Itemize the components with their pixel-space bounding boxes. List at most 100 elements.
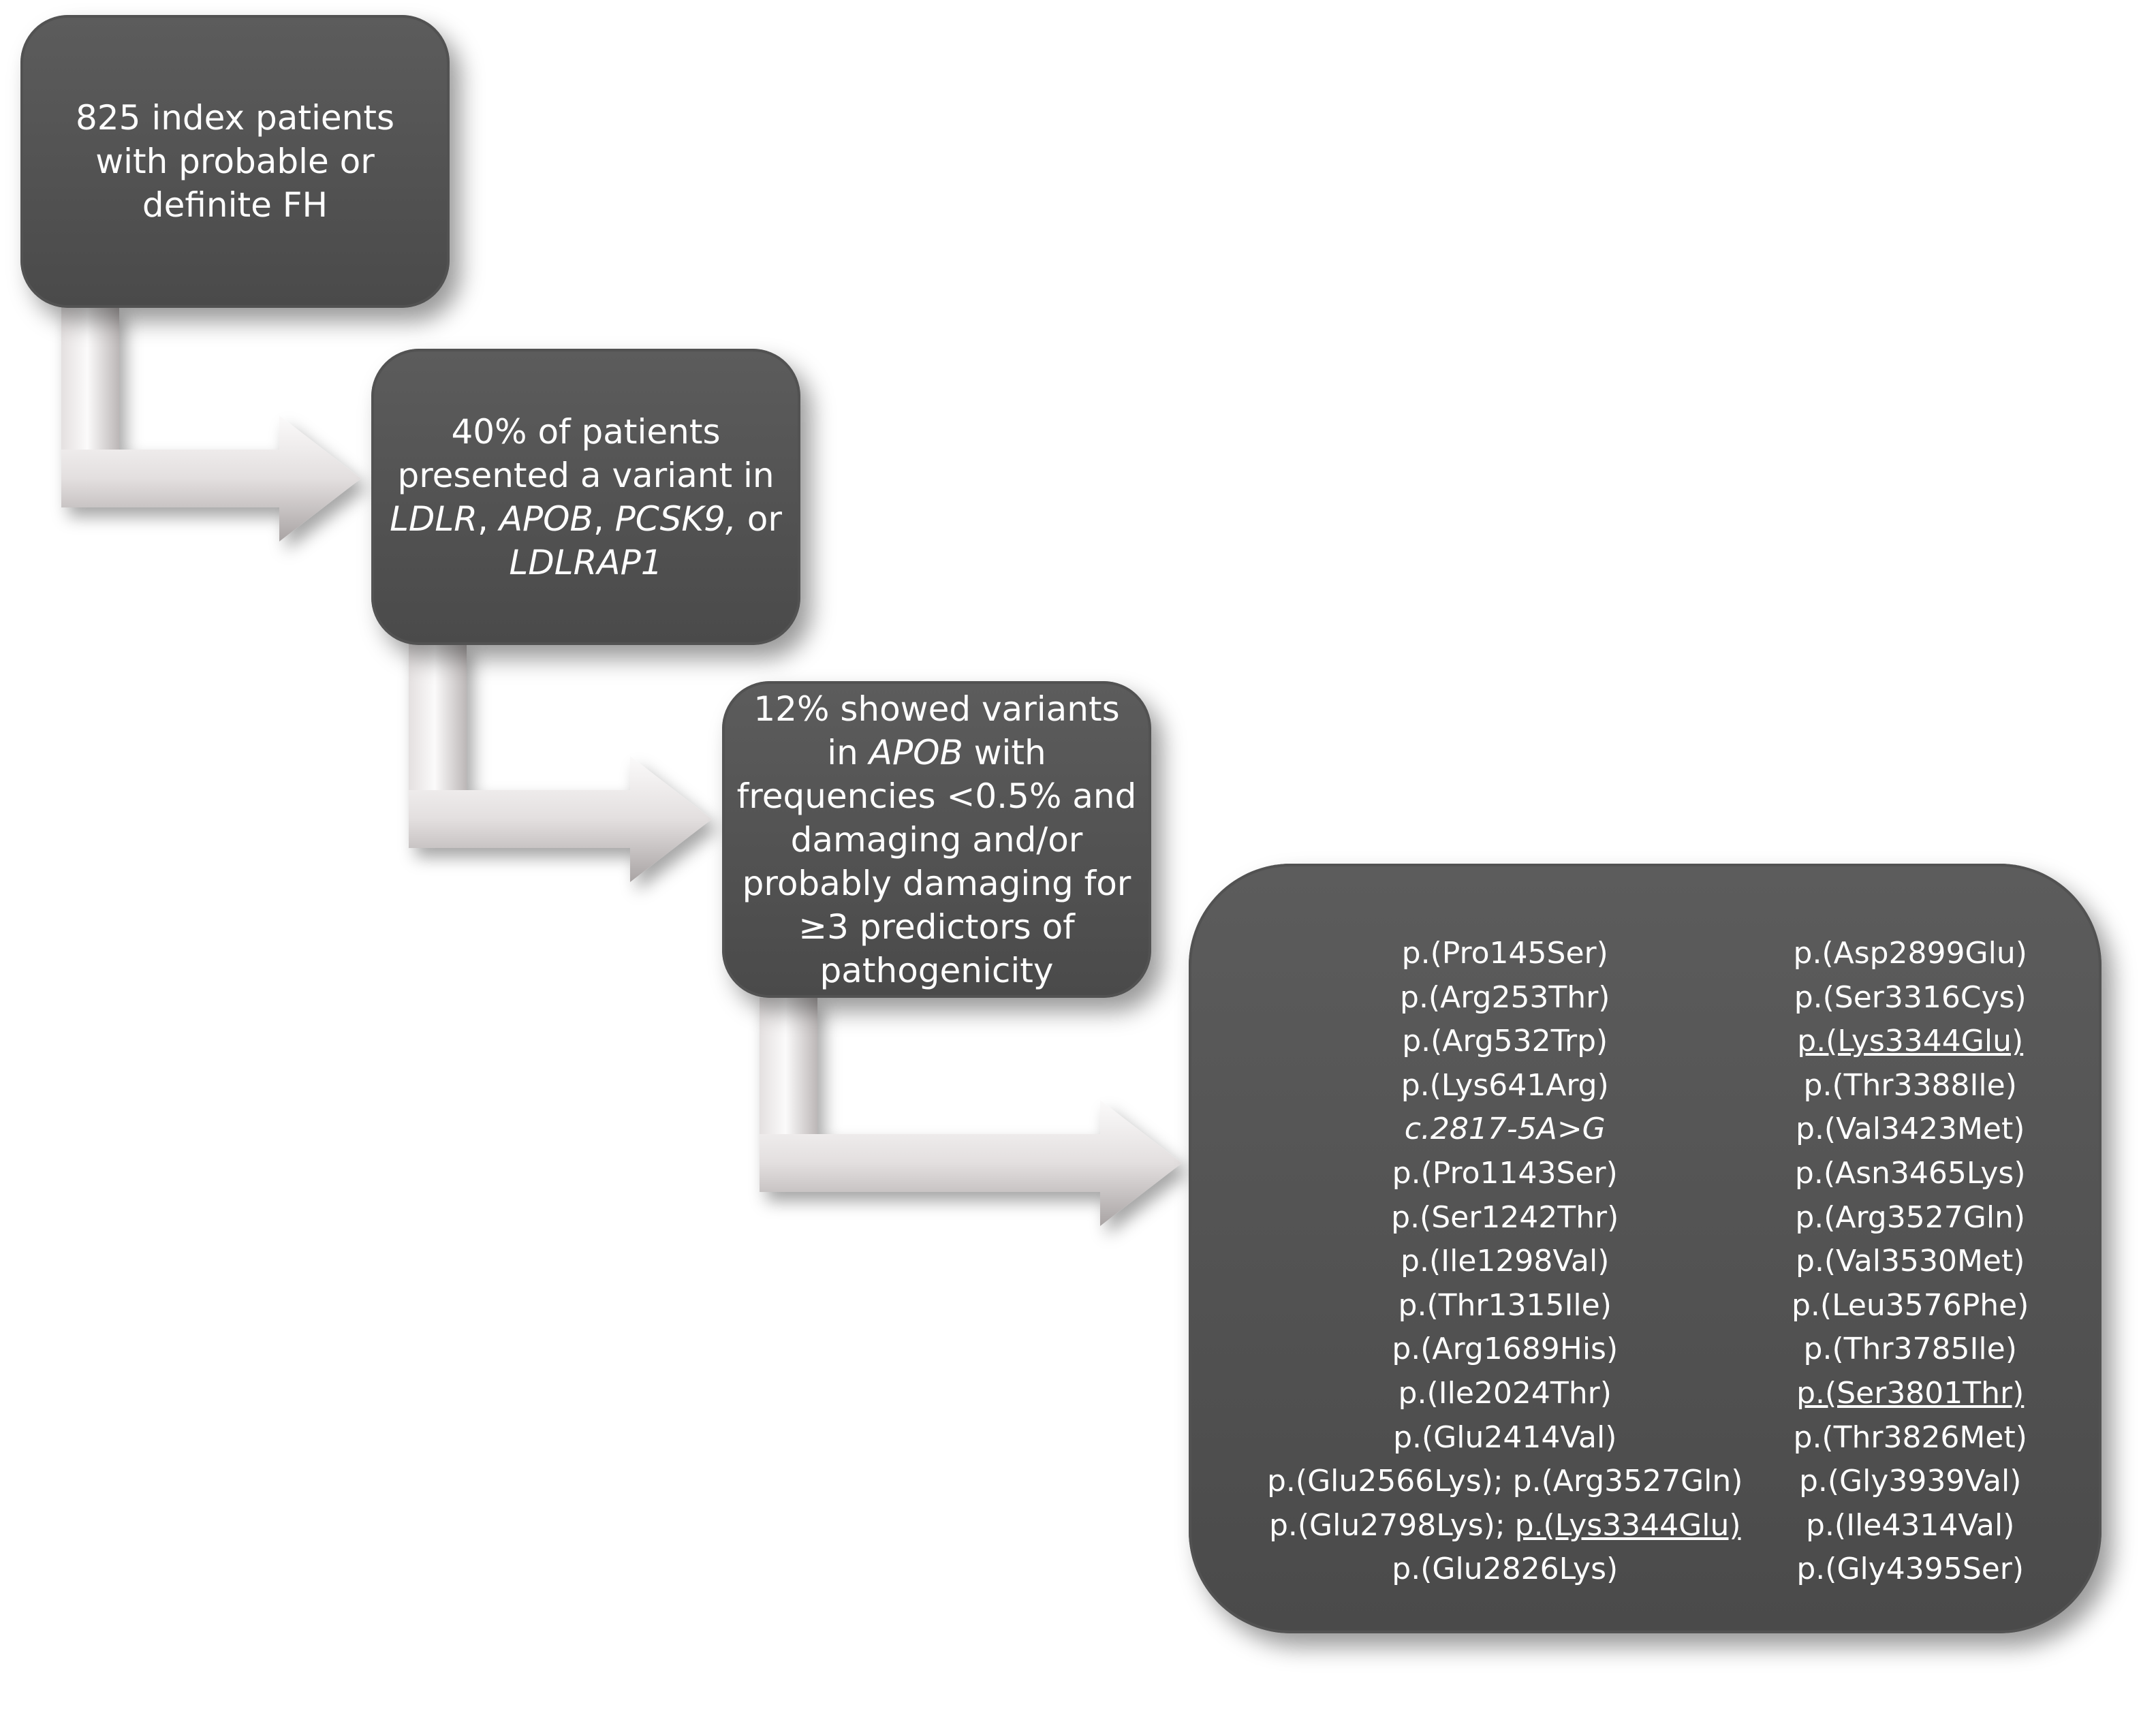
variant-text: p.(Gly4395Ser) — [1796, 1552, 2025, 1587]
variant-text: p.(Lys641Arg) — [1401, 1067, 1609, 1103]
variant-text: p.(Glu2566Lys); p.(Arg3527Gln) — [1267, 1464, 1743, 1499]
variant-text: p.(Thr3785Ile) — [1803, 1332, 2017, 1367]
variant-item: p.(Arg3527Gln) — [1792, 1196, 2029, 1240]
step-1-line2: with probable or — [95, 142, 375, 181]
arrow-step2-to-step3 — [409, 644, 712, 882]
variant-item: p.(Lys3344Glu) — [1792, 1020, 2029, 1064]
step-3-text: 12% showed variants in APOB with frequen… — [737, 687, 1137, 992]
variant-item: p.(Ile4314Val) — [1792, 1504, 2029, 1548]
variant-item: p.(Gly4395Ser) — [1792, 1548, 2029, 1592]
arrow-head — [760, 1100, 1182, 1226]
step-2-line1: 40% of patients — [451, 411, 721, 452]
variant-text: p.(Arg1689His) — [1392, 1332, 1619, 1367]
variant-text: p.(Ile4314Val) — [1806, 1507, 2015, 1543]
gene-ldlrap1: LDLRAP1 — [509, 542, 663, 582]
step-3-line4: damaging and/or — [790, 819, 1083, 860]
variant-item: p.(Leu3576Phe) — [1792, 1284, 2029, 1328]
variant-item: p.(Ser3316Cys) — [1792, 976, 2029, 1020]
variant-text: p.(Asp2899Glu) — [1793, 936, 2027, 971]
variant-text: p.(Arg3527Gln) — [1795, 1199, 2026, 1235]
variant-item: p.(Ser1242Thr) — [1267, 1196, 1743, 1240]
step-2-box: 40% of patients presented a variant in L… — [371, 349, 800, 645]
variants-right-list: p.(Asp2899Glu) p.(Ser3316Cys) p.(Lys3344Gl… — [1792, 932, 2029, 1592]
step-1-line1: 825 index patients — [76, 98, 394, 138]
variant-item: p.(Pro1143Ser) — [1267, 1152, 1743, 1196]
variant-item: p.(Glu2566Lys); p.(Arg3527Gln) — [1267, 1460, 1743, 1504]
step-3-line6: ≥3 predictors of — [798, 907, 1075, 947]
variants-left-list: p.(Pro145Ser) p.(Arg253Thr) p.(Arg532Trp) p… — [1267, 932, 1743, 1592]
variant-item: p.(Val3530Met) — [1792, 1240, 2029, 1284]
variant-item: p.(Arg1689His) — [1267, 1328, 1743, 1372]
variant-text: p.(Lys3344Glu) — [1797, 1024, 2024, 1059]
step-3-gene-apob: APOB — [869, 732, 963, 772]
step-2-sep1: , — [478, 499, 499, 539]
variant-text: p.(Glu2826Lys) — [1392, 1552, 1619, 1587]
variant-text: p.(Pro145Ser) — [1401, 936, 1608, 971]
gene-pcsk9: PCSK9, — [614, 499, 736, 539]
variant-item: p.(Ile1298Val) — [1267, 1240, 1743, 1284]
variant-item: p.(Pro145Ser) — [1267, 932, 1743, 976]
step-1-line3: definite FH — [142, 185, 328, 225]
variant-text: p.(Thr3388Ile) — [1803, 1067, 2017, 1103]
variant-text: p.(Asn3465Lys) — [1794, 1155, 2026, 1191]
variant-item: p.(Thr3826Met) — [1792, 1416, 2029, 1460]
variant-text: p.(Glu2798Lys); — [1268, 1507, 1515, 1543]
variant-item: p.(Ser3801Thr) — [1792, 1372, 2029, 1416]
variant-text: p.(Val3423Met) — [1796, 1112, 2025, 1147]
variant-item: p.(Gly3939Val) — [1792, 1460, 2029, 1504]
step-1-text: 825 index patients with probable or defi… — [76, 96, 394, 227]
variant-item: p.(Glu2798Lys); p.(Lys3344Glu) — [1267, 1504, 1743, 1548]
gene-ldlr: LDLR — [390, 499, 478, 539]
variant-text: p.(Thr3826Met) — [1793, 1419, 2027, 1455]
arrow-step3-to-variants — [760, 998, 1182, 1226]
variant-item: p.(Asp2899Glu) — [1792, 932, 2029, 976]
variant-text: p.(Thr1315Ile) — [1398, 1287, 1612, 1323]
variant-item: p.(Val3423Met) — [1792, 1108, 2029, 1152]
step-3-line5: probably damaging for — [742, 863, 1131, 903]
arrow-head — [409, 756, 712, 882]
step-2-line2: presented a variant in — [397, 455, 775, 495]
variant-item: p.(Ile2024Thr) — [1267, 1372, 1743, 1416]
variant-text: p.(Val3530Met) — [1796, 1244, 2025, 1279]
variant-item: p.(Arg532Trp) — [1267, 1020, 1743, 1064]
variant-text: p.(Arg532Trp) — [1402, 1024, 1608, 1059]
step-2-sep2: , — [593, 499, 615, 539]
variant-item: p.(Thr3388Ile) — [1792, 1064, 2029, 1108]
variant-text: p.(Ser3316Cys) — [1794, 979, 2027, 1015]
variant-text: p.(Ser1242Thr) — [1391, 1199, 1619, 1235]
variant-text: p.(Ile1298Val) — [1401, 1244, 1610, 1279]
step-2-text: 40% of patients presented a variant in L… — [390, 410, 782, 584]
variant-extra-text: p.(Lys3344Glu) — [1514, 1507, 1741, 1543]
arrow-head — [61, 415, 361, 541]
variant-text: p.(Leu3576Phe) — [1792, 1287, 2029, 1323]
variant-text: p.(Glu2414Val) — [1393, 1419, 1617, 1455]
variant-item: p.(Thr1315Ile) — [1267, 1284, 1743, 1328]
variant-item: c.2817-5A>G — [1267, 1108, 1743, 1152]
variant-text: p.(Ser3801Thr) — [1796, 1375, 2025, 1411]
step-3-line7: pathogenicity — [819, 950, 1054, 990]
variant-text: p.(Gly3939Val) — [1798, 1464, 2022, 1499]
step-3-line3: frequencies <0.5% and — [736, 776, 1137, 816]
gene-apob: APOB — [499, 499, 593, 539]
variant-item: p.(Glu2826Lys) — [1267, 1548, 1743, 1592]
step-3-line2-prefix: in — [827, 732, 869, 772]
step-3-box: 12% showed variants in APOB with frequen… — [722, 681, 1151, 998]
step-2-sep3: or — [736, 499, 782, 539]
arrow-step1-to-step2 — [61, 307, 361, 541]
variant-text: c.2817-5A>G — [1404, 1112, 1606, 1147]
variant-item: p.(Thr3785Ile) — [1792, 1328, 2029, 1372]
variant-text: p.(Ile2024Thr) — [1398, 1375, 1612, 1411]
variant-text: p.(Arg253Thr) — [1400, 979, 1610, 1015]
variant-item: p.(Lys641Arg) — [1267, 1064, 1743, 1108]
variants-right-column: p.(Asp2899Glu) p.(Ser3316Cys) p.(Lys3344Gl… — [1792, 932, 2029, 1592]
step-1-box: 825 index patients with probable or defi… — [20, 15, 450, 308]
variants-left-column: p.(Pro145Ser) p.(Arg253Thr) p.(Arg532Trp) p… — [1267, 932, 1743, 1592]
variant-text: p.(Pro1143Ser) — [1392, 1155, 1618, 1191]
variant-item: p.(Arg253Thr) — [1267, 976, 1743, 1020]
step-3-line2-suffix: with — [963, 732, 1046, 772]
step-3-line1: 12% showed variants — [753, 689, 1120, 729]
variant-item: p.(Asn3465Lys) — [1792, 1152, 2029, 1196]
variants-box: p.(Pro145Ser) p.(Arg253Thr) p.(Arg532Trp) p… — [1189, 864, 2102, 1633]
variant-item: p.(Glu2414Val) — [1267, 1416, 1743, 1460]
